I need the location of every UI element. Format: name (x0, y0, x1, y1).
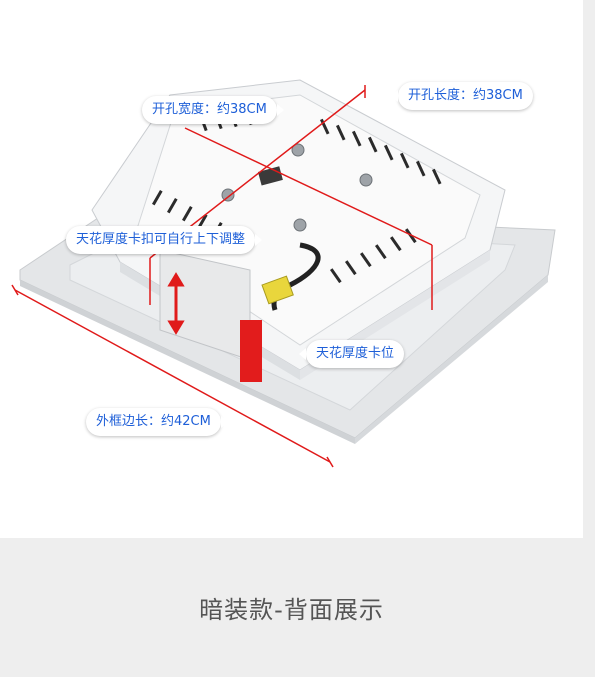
page-caption: 暗装款-背面展示 (199, 596, 384, 624)
product-photo: 开孔宽度：约38CM 开孔长度：约38CM 天花厚度卡扣可自行上下调整 天花厚度… (0, 0, 583, 538)
product-illustration (11, 79, 556, 468)
ceiling-clip-adjust-label: 天花厚度卡扣可自行上下调整 (66, 226, 263, 254)
ceiling-clip-label: 天花厚度卡位 (298, 340, 405, 368)
hole-length-label: 开孔长度：约38CM (391, 82, 533, 110)
frame-side-label: 外框边长：约42CM (86, 408, 228, 436)
hole-width-label: 开孔宽度：约38CM (142, 96, 284, 124)
